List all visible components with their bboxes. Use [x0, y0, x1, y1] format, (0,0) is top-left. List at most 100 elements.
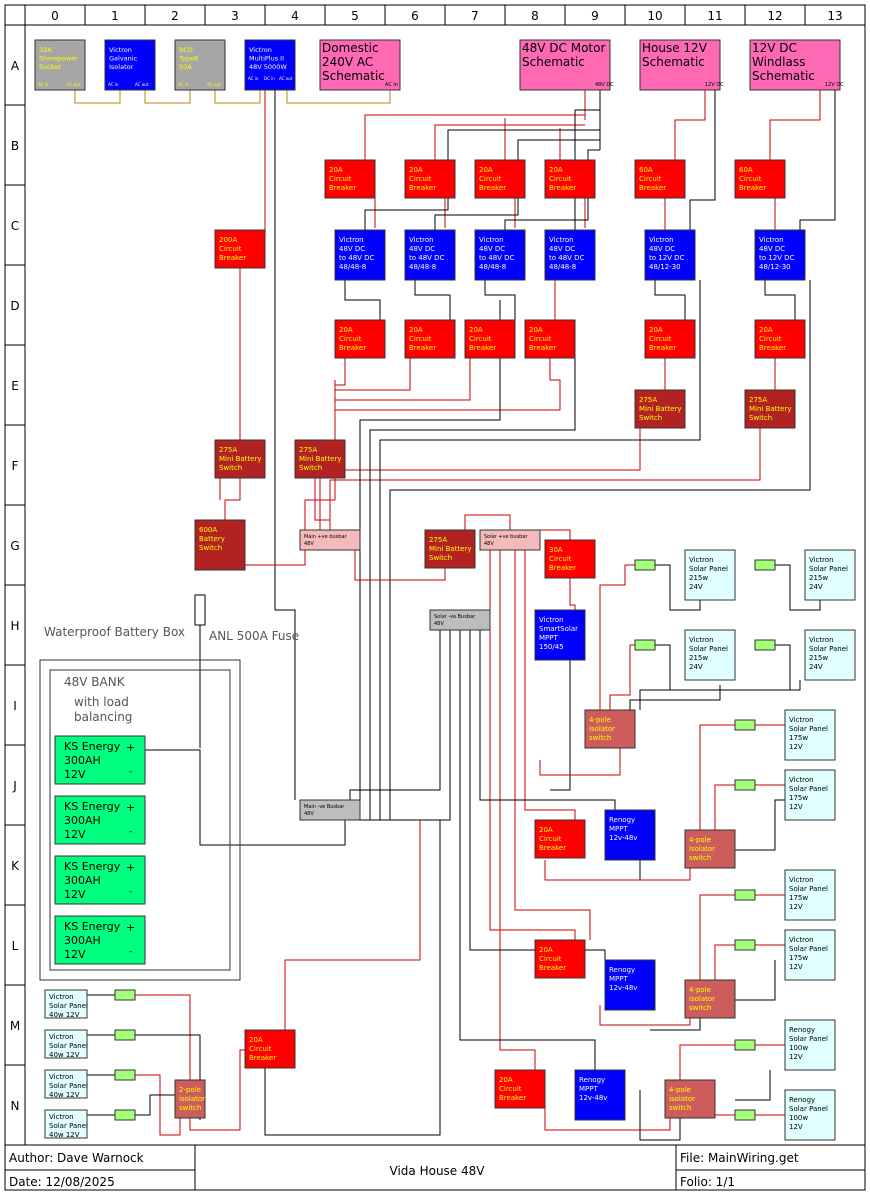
panel-fuse-13 — [114, 1069, 136, 1081]
battery-1-line: 300AH — [64, 754, 101, 767]
battery-2-line: 300AH — [64, 814, 101, 827]
solar-panel-renogy-100w-2-line: 100w — [789, 1114, 808, 1122]
main-positive-busbar-line: 48V — [304, 541, 314, 547]
mini-battery-switch-4-line: Mini Battery — [299, 455, 342, 463]
breaker-60a-2-line: Circuit — [739, 175, 762, 183]
breaker-20a-mid-3-line: Circuit — [469, 335, 492, 343]
solar-panel-215w-3-line: Victron — [689, 636, 714, 644]
wire — [335, 358, 471, 401]
panel-fuse-9 — [734, 1039, 756, 1051]
breaker-20a-top-4-line: 20A — [549, 166, 563, 174]
rcd-typeb-line: TypeB — [178, 55, 198, 63]
breaker-20a-top-2-line: 20A — [409, 166, 423, 174]
dcdc-48-48-1-line: 48/48-8 — [339, 263, 366, 271]
wire — [655, 644, 671, 690]
victron-smartsolar-mppt-line: SmartSolar — [539, 625, 578, 633]
solar-panel-175w-1-line: 12V — [789, 743, 803, 751]
isolator-2pole-line: 2-pole — [179, 1086, 201, 1094]
solar-panel-215w-2-line: 24V — [809, 583, 823, 591]
breaker-20a-mid-4-line: Circuit — [529, 335, 552, 343]
victron-smartsolar-mppt-line: Victron — [539, 616, 564, 624]
galvanic-isolator-line: Galvanic — [109, 55, 138, 63]
solar-panel-215w-1-line: Victron — [689, 556, 714, 564]
wire — [764, 280, 796, 320]
solar-panel-215w-3-line: Solar Panel — [689, 645, 728, 653]
wire — [344, 280, 381, 320]
ac-wire-1 — [74, 90, 121, 104]
mini-battery-switch-5-line: 275A — [429, 536, 447, 544]
mini-battery-switch-1-line: Switch — [639, 414, 662, 422]
wire — [735, 1070, 771, 1101]
breaker-60a-2-line: Breaker — [739, 184, 766, 192]
solar-panel-215w-4-line: Victron — [809, 636, 834, 644]
wire — [489, 550, 576, 940]
wire — [459, 630, 596, 1070]
solar-negative-busbar-line: 48V — [434, 621, 444, 627]
isolator-2pole-line: switch — [179, 1104, 201, 1112]
battery-switch-600a-line: Switch — [199, 544, 222, 552]
solar-panel-40w-2-line: Victron — [49, 1033, 74, 1041]
solar-panel-175w-3-line: 12V — [789, 903, 803, 911]
grid-col-label: 10 — [647, 9, 662, 23]
wire — [145, 749, 346, 846]
victron-smartsolar-mppt-line: 150/45 — [539, 643, 564, 651]
wire — [735, 960, 776, 1001]
panel-fuse-3 — [634, 639, 656, 651]
grid-row-label: N — [11, 1099, 20, 1113]
wire — [769, 90, 821, 160]
wire — [354, 550, 446, 581]
panel-fuse-8 — [734, 939, 756, 951]
house-12v-schematic-line: Schematic — [642, 55, 705, 69]
breaker-20a-mid-3-line: 20A — [469, 326, 483, 334]
dcdc-48-48-4-line: 48V DC — [549, 245, 575, 253]
isolator-4pole-1-line: switch — [589, 734, 611, 742]
mini-battery-switch-1-line: 275A — [639, 396, 657, 404]
breaker-60a-1-line: Circuit — [639, 175, 662, 183]
dcdc-48-12-1-line: Victron — [649, 236, 674, 244]
multiplus-inverter-line: MultiPlus II — [249, 55, 284, 63]
mini-battery-switch-3-line: 275A — [219, 446, 237, 454]
battery-box-label: Waterproof Battery Box — [44, 625, 185, 639]
footer-folio: Folio: 1/1 — [680, 1175, 735, 1189]
wire — [679, 1044, 735, 1080]
solar-panel-175w-2-line: Victron — [789, 776, 814, 784]
main-negative-busbar-line: Main -ve Busbar — [304, 804, 345, 810]
panel-fuse-7 — [734, 889, 756, 901]
domestic-240v-schematic-line: Domestic — [322, 41, 379, 55]
victron-smartsolar-mppt-line: MPPT — [539, 634, 558, 642]
solar-panel-40w-4-line: Solar Panel — [49, 1122, 88, 1130]
dcdc-48-48-1-line: Victron — [339, 236, 364, 244]
wire — [775, 564, 821, 611]
wire — [334, 358, 346, 410]
solar-panel-215w-3-line: 215w — [689, 654, 708, 662]
solar-panel-renogy-100w-1-line: 12V — [789, 1053, 803, 1061]
breaker-20a-mid-1-line: Breaker — [339, 344, 366, 352]
breaker-20a-top-3-line: 20A — [479, 166, 493, 174]
wire — [569, 578, 576, 610]
multiplus-inverter-line: Victron — [249, 46, 272, 54]
battery-3-line: 300AH — [64, 874, 101, 887]
wire — [544, 860, 691, 881]
grid-col-label: 5 — [351, 9, 359, 23]
dcdc-48-48-2-line: 48/48-8 — [409, 263, 436, 271]
breaker-20a-solar-1-line: Breaker — [539, 844, 566, 852]
battery-switch-600a-line: 600A — [199, 526, 217, 534]
wire — [414, 280, 451, 320]
main-positive-busbar-line: Main +ve busbar — [304, 534, 348, 540]
grid-col-label: 13 — [827, 9, 842, 23]
isolator-4pole-4-line: switch — [669, 1104, 691, 1112]
wire — [434, 139, 600, 230]
